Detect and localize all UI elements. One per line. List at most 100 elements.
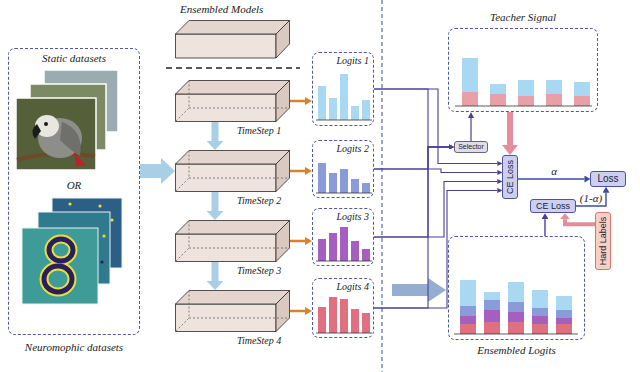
- ensemble-bar: [484, 322, 500, 334]
- ensemble-bar: [484, 292, 500, 300]
- logit-bar: [340, 74, 348, 120]
- connector: [565, 219, 595, 224]
- logit-bar: [351, 241, 359, 261]
- edge-label: (1-α): [579, 192, 603, 205]
- ce-loss-box: CE Loss: [530, 199, 576, 213]
- ensemble-bar: [460, 280, 476, 306]
- hard-labels-box: Hard Labels: [595, 212, 610, 271]
- ensemble-bar: [484, 300, 500, 310]
- connector: [374, 147, 449, 308]
- parrot-eye: [44, 122, 48, 126]
- snn-model-block: TimeStep 4: [175, 290, 290, 332]
- ensemble-divider: [166, 67, 300, 69]
- ensemble-bar: [460, 324, 476, 334]
- logits-panel: Logits 2: [312, 140, 374, 198]
- teacher-bar: [490, 84, 506, 94]
- logit-bar: [362, 100, 370, 120]
- block-face: [276, 21, 290, 59]
- connector: [212, 192, 219, 211]
- logit-bar: [362, 313, 370, 333]
- logit-bar: [329, 297, 337, 333]
- block-face: [176, 34, 277, 58]
- teacher-bar: [546, 80, 562, 94]
- bar-baseline: [454, 334, 578, 335]
- bar-baseline: [316, 120, 372, 121]
- ensemble-arrow: [392, 278, 446, 302]
- event-dot: [98, 204, 101, 207]
- static-image-stack: [16, 70, 118, 170]
- digit-stroke: [44, 266, 72, 292]
- ensemble-bar: [508, 282, 524, 302]
- teacher-bar: [490, 94, 506, 106]
- logits-title: Logits 4: [336, 281, 369, 293]
- block-outline: [175, 150, 290, 192]
- connector: [374, 147, 449, 237]
- or-label: OR: [67, 179, 82, 192]
- parrot-tail: [74, 152, 86, 166]
- event-frame: [22, 228, 98, 304]
- logit-bar: [318, 86, 326, 120]
- block-face: [176, 291, 290, 332]
- timestep-label: TimeStep 1: [237, 125, 281, 137]
- ensemble-bar: [556, 318, 572, 324]
- connector: [290, 240, 305, 243]
- connector: [374, 89, 449, 147]
- logit-bar: [351, 179, 359, 193]
- bar-baseline: [316, 333, 372, 334]
- ensemble-model-block: [176, 21, 290, 59]
- box-label: CE Loss: [505, 160, 515, 194]
- block-face: [176, 81, 290, 122]
- box-label: Selector: [458, 143, 484, 151]
- digit-stroke: [49, 239, 73, 261]
- ensemble-bar: [556, 296, 572, 310]
- box-label: Hard Labels: [598, 217, 608, 266]
- block-outline: [175, 80, 290, 122]
- teacher-bar: [518, 80, 534, 96]
- connector: [374, 147, 449, 169]
- parrot-beak: [32, 124, 41, 139]
- ensemble-bar: [532, 324, 548, 334]
- teacher-bar: [574, 96, 590, 106]
- logit-bar: [340, 169, 348, 193]
- connector: [290, 310, 305, 313]
- event-dot: [100, 260, 103, 263]
- ensemble-bar: [556, 310, 572, 318]
- edge-label: α: [550, 165, 558, 178]
- connector: [470, 118, 471, 141]
- logits-title: Logits 2: [336, 143, 369, 155]
- section-divider: [382, 0, 383, 372]
- logits-panel: Logits 3: [312, 208, 374, 266]
- event-frame-stack: [22, 198, 122, 304]
- logit-bar: [362, 249, 370, 261]
- logits-panel: Logits 1: [312, 52, 374, 126]
- logit-bar: [340, 299, 348, 333]
- parrot-body: [38, 118, 82, 158]
- logit-bar: [329, 233, 337, 261]
- logits-title: Logits 1: [336, 55, 369, 67]
- ensemble-bar: [460, 316, 476, 324]
- dataset-panel: Static datasetsORNeuromophic datasets: [8, 48, 140, 335]
- teacher-bar: [518, 96, 534, 106]
- block-outline: [175, 290, 290, 332]
- connector: [212, 262, 219, 281]
- logits-panel: Logits 4: [312, 278, 374, 338]
- panel-title: Teacher Signal: [490, 11, 556, 24]
- parrot-wing: [60, 122, 81, 156]
- block-face: [276, 221, 290, 262]
- panel-caption: Ensembled Logits: [477, 344, 556, 357]
- connector: [374, 181, 497, 237]
- teacher-bar: [574, 82, 590, 96]
- ensemble-bar: [508, 302, 524, 312]
- connector: [374, 89, 497, 163]
- group-title: Ensembled Models: [180, 3, 263, 16]
- logit-bar: [340, 227, 348, 261]
- block-face: [276, 151, 290, 192]
- connector: [290, 170, 305, 173]
- ensemble-bar: [532, 290, 548, 308]
- ensemble-bar: [556, 324, 572, 334]
- timestep-label: TimeStep 4: [237, 335, 281, 347]
- timestep-label: TimeStep 3: [237, 265, 281, 277]
- ce-loss-box: CE Loss: [502, 155, 517, 199]
- event-dot: [68, 202, 71, 205]
